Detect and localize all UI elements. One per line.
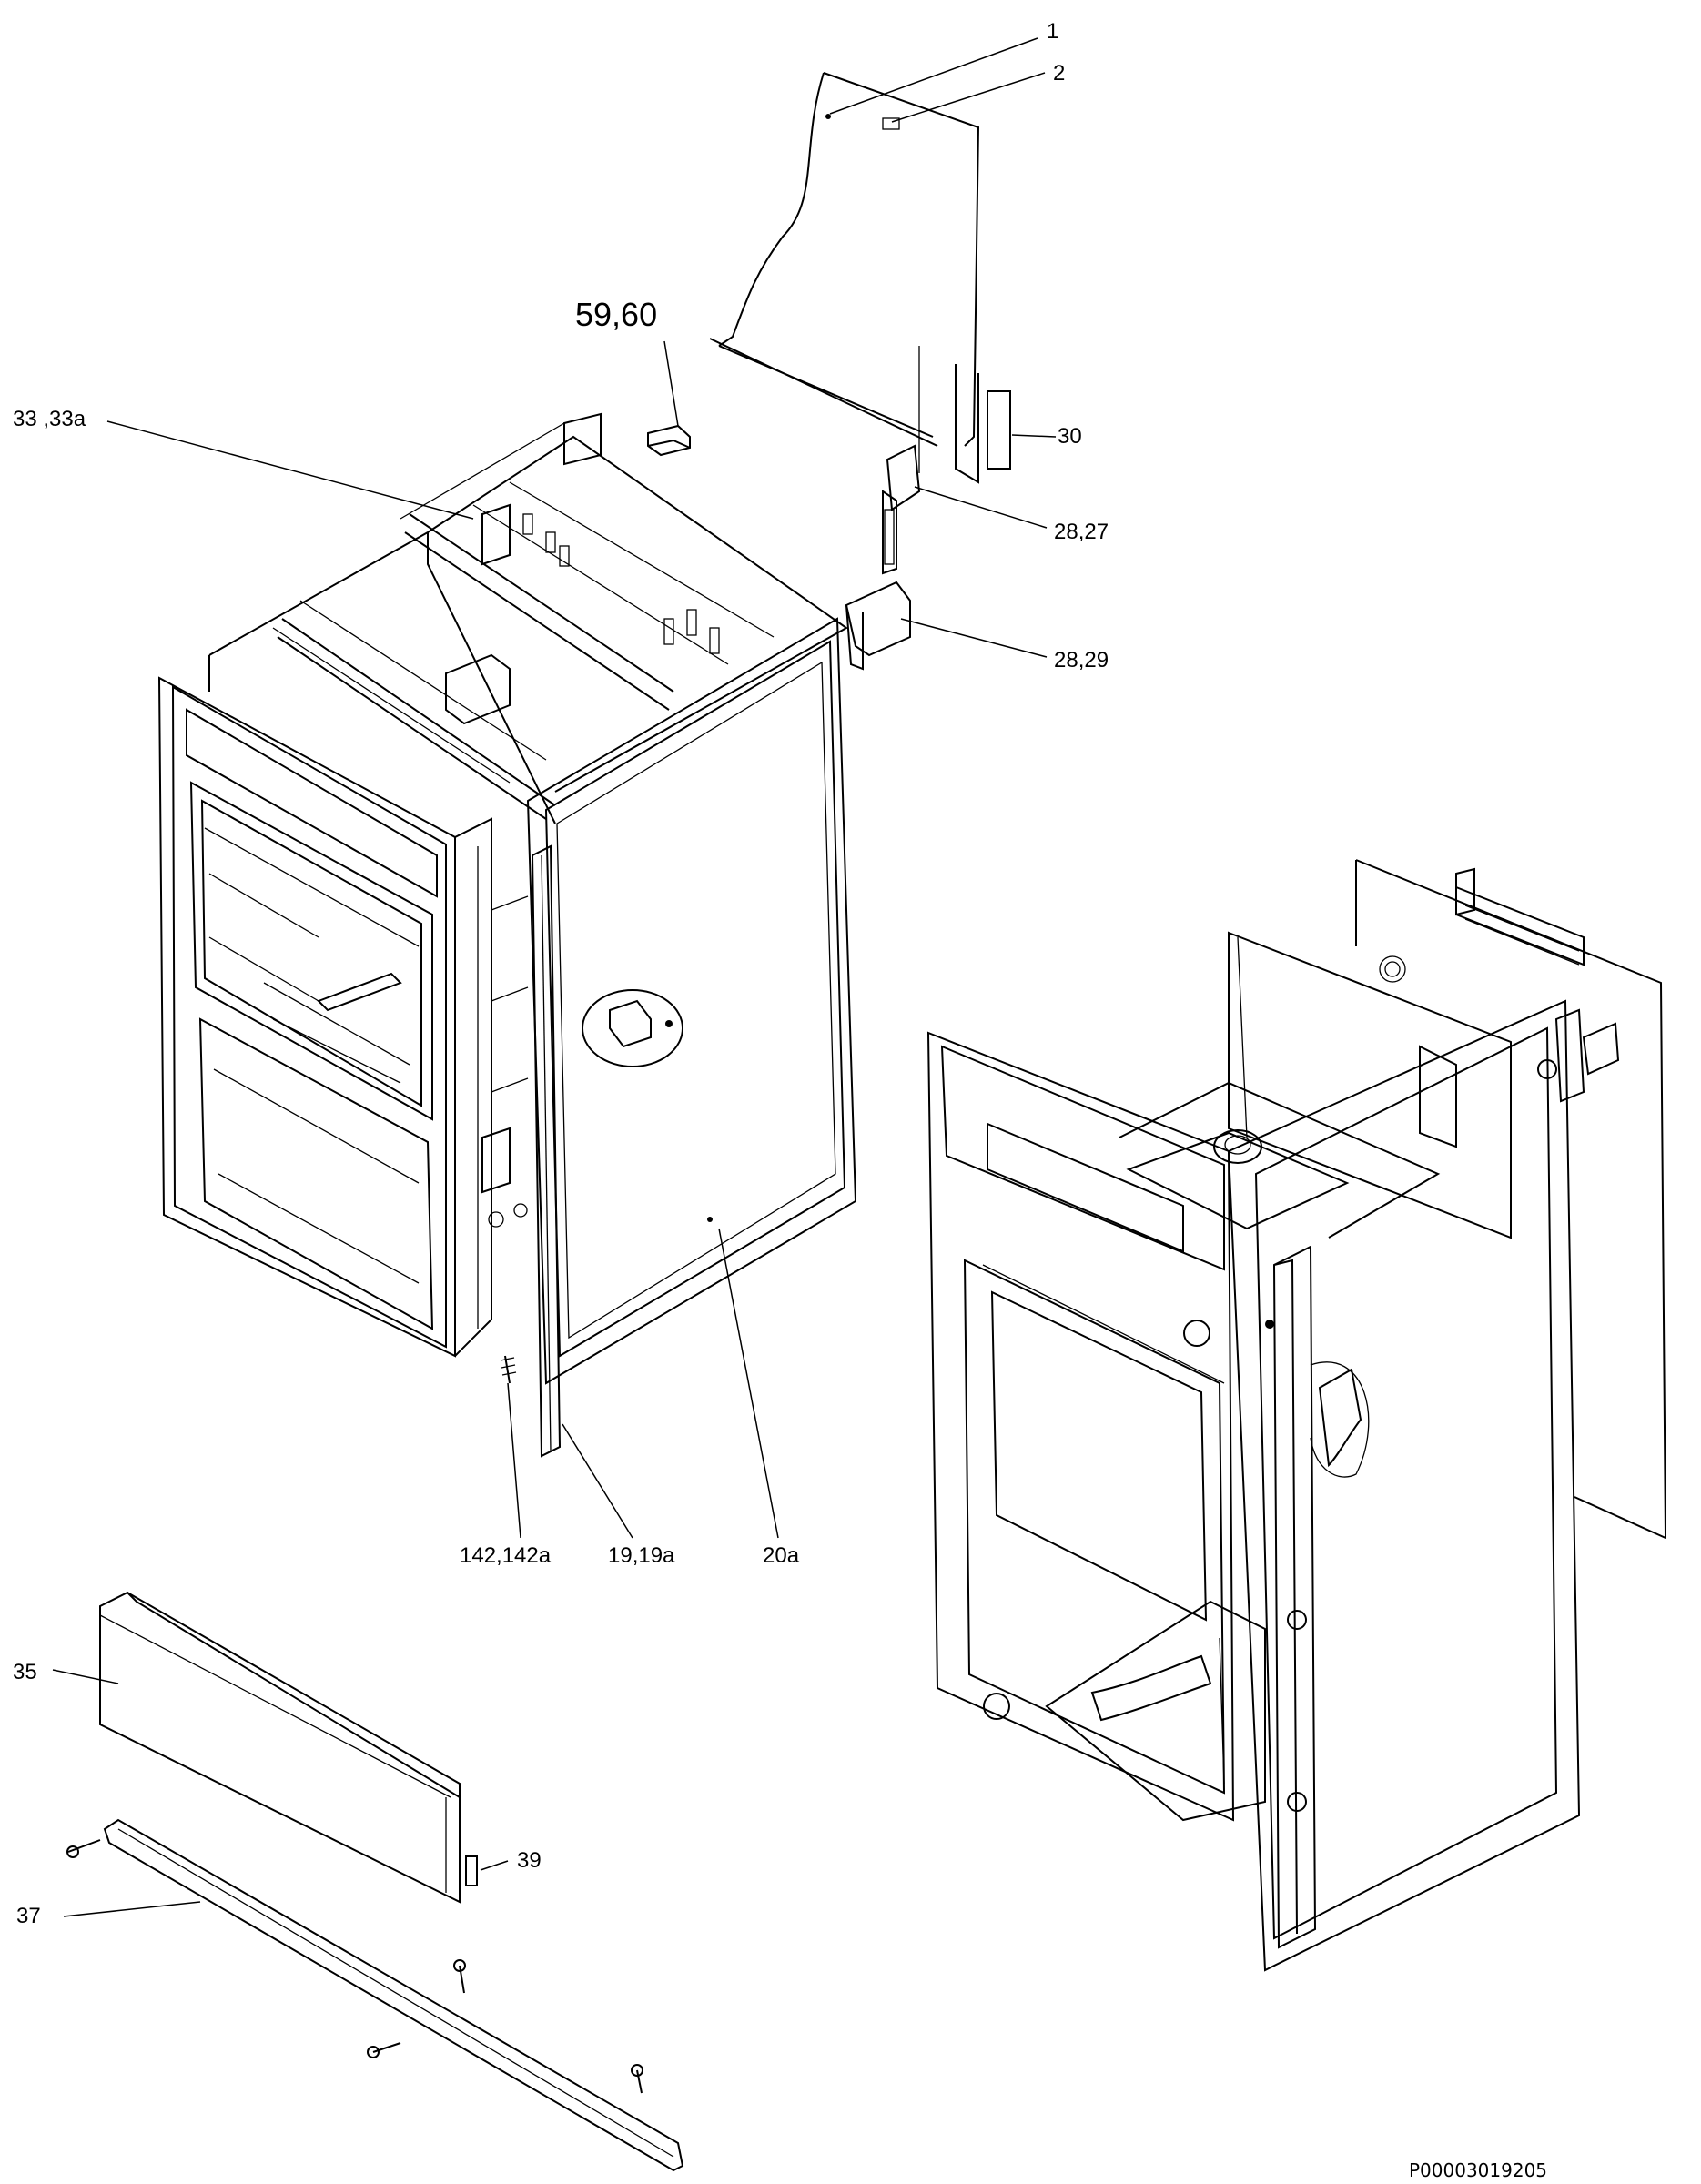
label-part-35: 35: [13, 1660, 37, 1684]
label-part-19: 19,19a: [608, 1543, 675, 1568]
hinge-bracket-lower: [845, 581, 911, 671]
label-part-28-29: 28,29: [1054, 648, 1109, 672]
leader-28-27: [914, 486, 1048, 529]
document-code: P00003019205: [1409, 2159, 1547, 2181]
clip-part: [647, 424, 691, 457]
label-part-59-60: 59,60: [575, 296, 657, 333]
label-part-30: 30: [1058, 424, 1082, 449]
leader-35: [52, 1669, 119, 1684]
label-part-2: 2: [1053, 61, 1065, 86]
leader-2: [891, 72, 1046, 123]
leader-39: [480, 1860, 509, 1871]
screw-part: [500, 1355, 517, 1384]
part-labels: 1 2 59,60 33 ,33a 30 28,27 28,29 142,142…: [13, 19, 1547, 2181]
leader-lines: [52, 37, 1057, 1917]
cabinet-housing: [926, 859, 1667, 1972]
label-part-39: 39: [517, 1848, 542, 1873]
rear-top-panel: [709, 72, 1011, 484]
base-rail: [66, 1818, 684, 2172]
label-part-33-33a: 33 ,33a: [13, 407, 86, 431]
label-part-37: 37: [16, 1904, 41, 1928]
leader-28-29: [900, 618, 1048, 658]
label-part-28-27: 28,27: [1054, 520, 1109, 544]
hinge-bracket-upper: [882, 444, 921, 575]
label-part-1: 1: [1047, 19, 1058, 44]
leader-59-60: [663, 340, 679, 427]
side-panel: [526, 617, 857, 1385]
kick-plate: [99, 1591, 478, 1904]
oven-housing: [157, 412, 848, 1358]
leader-1: [829, 37, 1038, 115]
leader-142: [507, 1382, 521, 1539]
trim-strip: [531, 844, 562, 1458]
leader-37: [63, 1901, 201, 1917]
leader-33-33a: [106, 420, 474, 520]
leader-20a: [718, 1228, 779, 1539]
leader-30: [1011, 434, 1057, 438]
leader-19: [562, 1423, 633, 1539]
label-part-20a: 20a: [763, 1543, 800, 1568]
label-part-142: 142,142a: [460, 1543, 552, 1568]
